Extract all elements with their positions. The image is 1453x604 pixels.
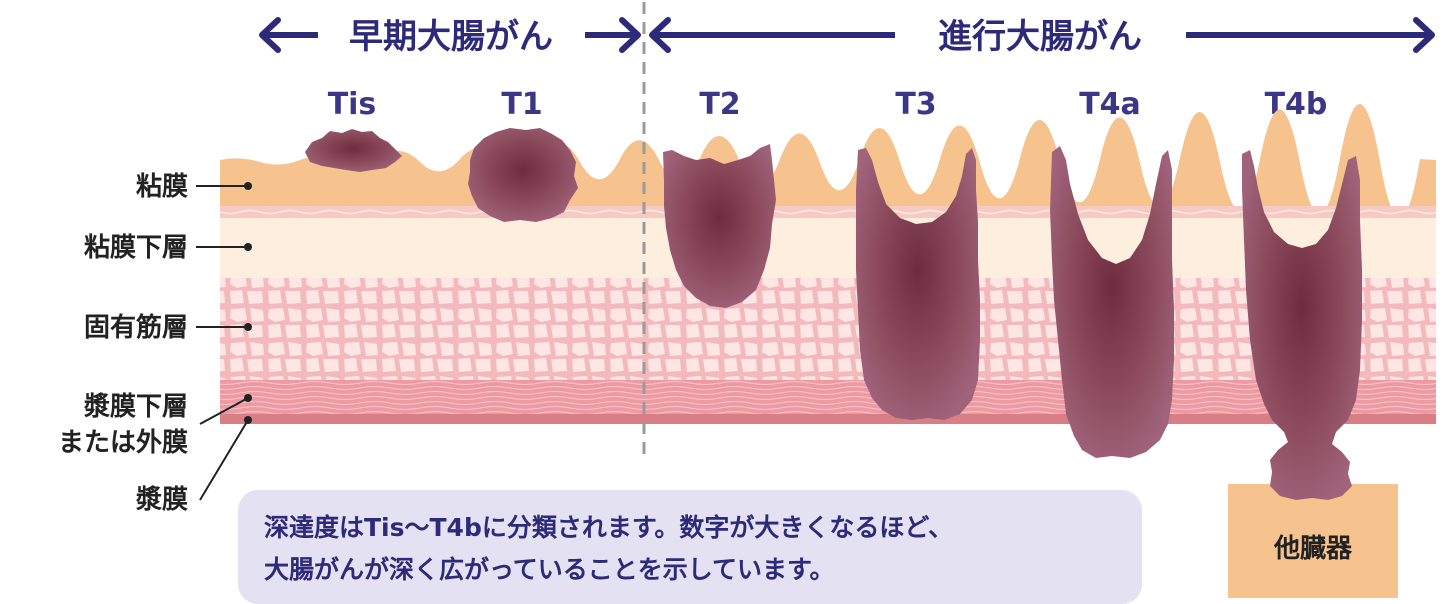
advanced-cancer-label: 進行大腸がん	[938, 17, 1142, 57]
caption-box: 深達度はTis～T4bに分類されます。数字が大きくなるほど、 大腸がんが深く広が…	[238, 490, 1142, 604]
leader-muscularis	[196, 323, 252, 331]
stage-label-t2: T2	[699, 87, 740, 122]
tumor-t2	[663, 144, 776, 308]
layer-label-submucosa: 粘膜下層	[84, 233, 188, 263]
layer-label-serosa: 漿膜	[135, 485, 188, 515]
tumor-t3	[856, 148, 980, 420]
subserosa-layer	[220, 380, 1436, 414]
leader-subserosa	[199, 394, 252, 425]
tumor-t4b	[1242, 150, 1362, 500]
leader-serosa	[199, 416, 252, 501]
leader-submucosa	[196, 243, 252, 251]
stage-label-t1: T1	[501, 87, 542, 122]
advanced-cancer-arrow	[649, 17, 1435, 53]
leader-mucosa	[196, 182, 252, 190]
layer-label-subserosa-line1: 漿膜下層	[83, 392, 188, 422]
early-cancer-arrow	[259, 17, 641, 53]
layer-label-subserosa-line2: または外膜	[58, 428, 188, 458]
other-organ-label: 他臓器	[1273, 534, 1352, 564]
submucosa-layer	[220, 218, 1436, 278]
early-cancer-label: 早期大腸がん	[349, 17, 553, 57]
stage-label-t4a: T4a	[1079, 87, 1141, 122]
serosa-layer	[220, 414, 1436, 424]
stage-label-t3: T3	[895, 87, 936, 122]
layer-label-muscularis-propria: 固有筋層	[84, 312, 188, 343]
tumor-tis	[305, 129, 402, 172]
tumor-t4a	[1050, 146, 1174, 458]
other-organ-block	[1228, 484, 1398, 598]
layer-label-mucosa: 粘膜	[136, 172, 188, 202]
caption-line-1: 深達度はTis～T4bに分類されます。数字が大きくなるほど、	[264, 513, 954, 542]
muscularis-propria-layer	[220, 278, 1436, 380]
caption-line-2: 大腸がんが深く広がっていることを示しています。	[264, 555, 835, 584]
other-organ: 他臓器	[1228, 484, 1398, 598]
stage-label-tis: Tis	[328, 87, 377, 122]
tumor-t1	[468, 128, 578, 222]
